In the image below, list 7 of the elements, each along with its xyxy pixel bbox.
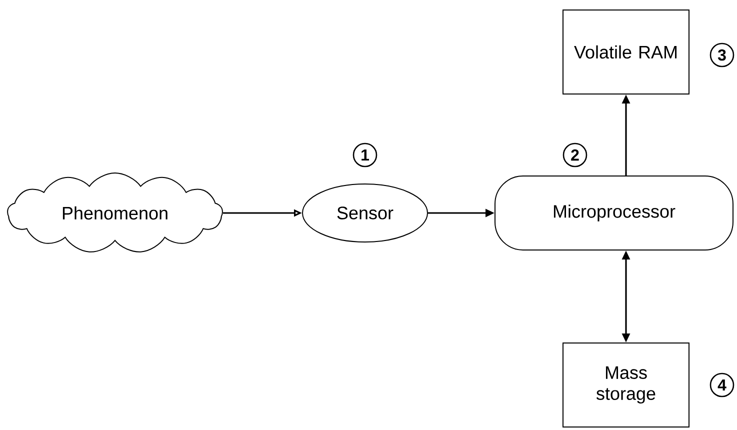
callout-number: 1 xyxy=(352,142,378,168)
memory-box: Volatile RAM xyxy=(562,10,690,94)
callout-number: 3 xyxy=(710,42,734,68)
storage-box: Mass storage xyxy=(562,342,690,428)
callout-number: 2 xyxy=(562,142,588,168)
processor-box: Microprocessor xyxy=(494,176,734,250)
callout-number: 4 xyxy=(710,372,734,398)
